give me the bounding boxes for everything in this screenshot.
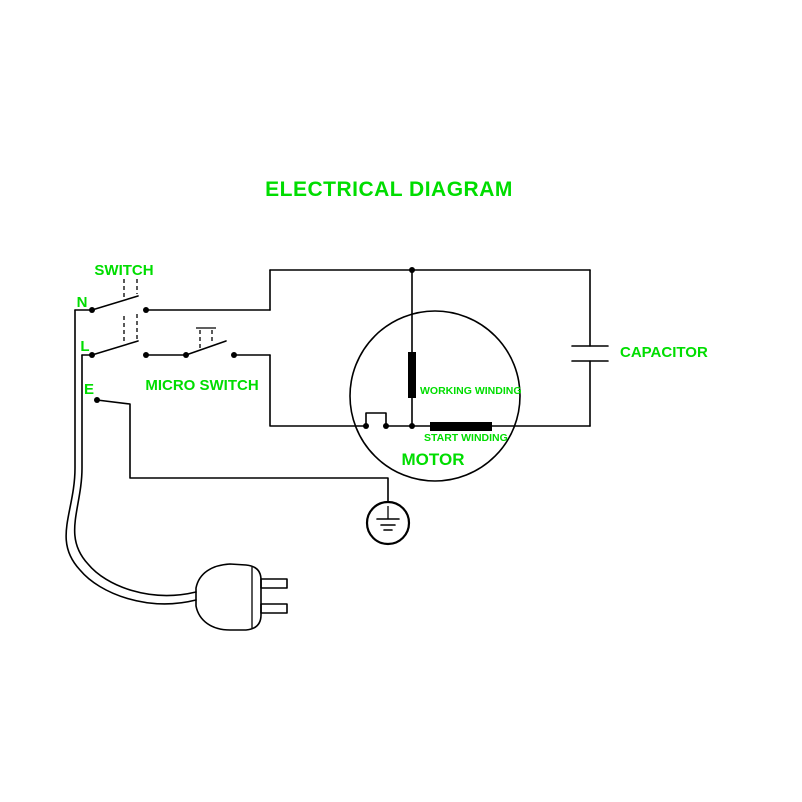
working-winding-bar [408,352,416,398]
diagram-labels: ELECTRICAL DIAGRAM SWITCH N L E MICRO SW… [77,178,708,469]
plug-pin-bottom [260,603,288,614]
switch-label: SWITCH [94,262,153,279]
earth-terminal-dot [94,397,100,403]
motor-label: MOTOR [402,450,465,469]
cord-line-inner [73,354,197,597]
neutral-label: N [77,294,88,311]
switch-contact-dot [89,307,95,313]
micro-switch-symbol [183,327,237,358]
plug-pin-top [260,578,288,589]
micro-switch-label: MICRO SWITCH [145,377,258,394]
centrifugal-switch [365,412,387,427]
switch-contact-dot [89,352,95,358]
motor-symbol [349,267,521,482]
centrifugal-contact-dot [363,423,369,429]
power-cord-and-plug [65,309,288,631]
micro-switch-contact-dot [183,352,189,358]
wire-l-to-motor [269,354,367,427]
start-winding-bar [430,422,492,431]
switch-blade-n [91,295,139,311]
micro-switch-blade [185,340,227,356]
working-winding-label: WORKING WINDING [420,385,522,397]
motor-circle [349,310,521,482]
wire-earth [96,399,389,503]
winding-junction-dot [409,423,415,429]
ground-circle [365,500,411,546]
diagram-title: ELECTRICAL DIAGRAM [265,178,513,201]
ground-symbol [94,397,411,546]
earth-label: E [84,381,94,398]
start-winding-label: START WINDING [424,432,508,444]
switch-contact-dot [143,307,149,313]
top-junction-dot [409,267,415,273]
switch-contact-dot [143,352,149,358]
plug-body [195,563,262,631]
cord-line-outer [65,309,197,605]
circuit-wires [74,269,591,503]
capacitor-symbol [571,345,609,362]
centrifugal-contact-dot [383,423,389,429]
switch-blade-l [91,340,139,356]
capacitor-label: CAPACITOR [620,344,708,361]
live-label: L [80,338,89,355]
main-switch-symbol [89,279,149,358]
micro-switch-contact-dot [231,352,237,358]
